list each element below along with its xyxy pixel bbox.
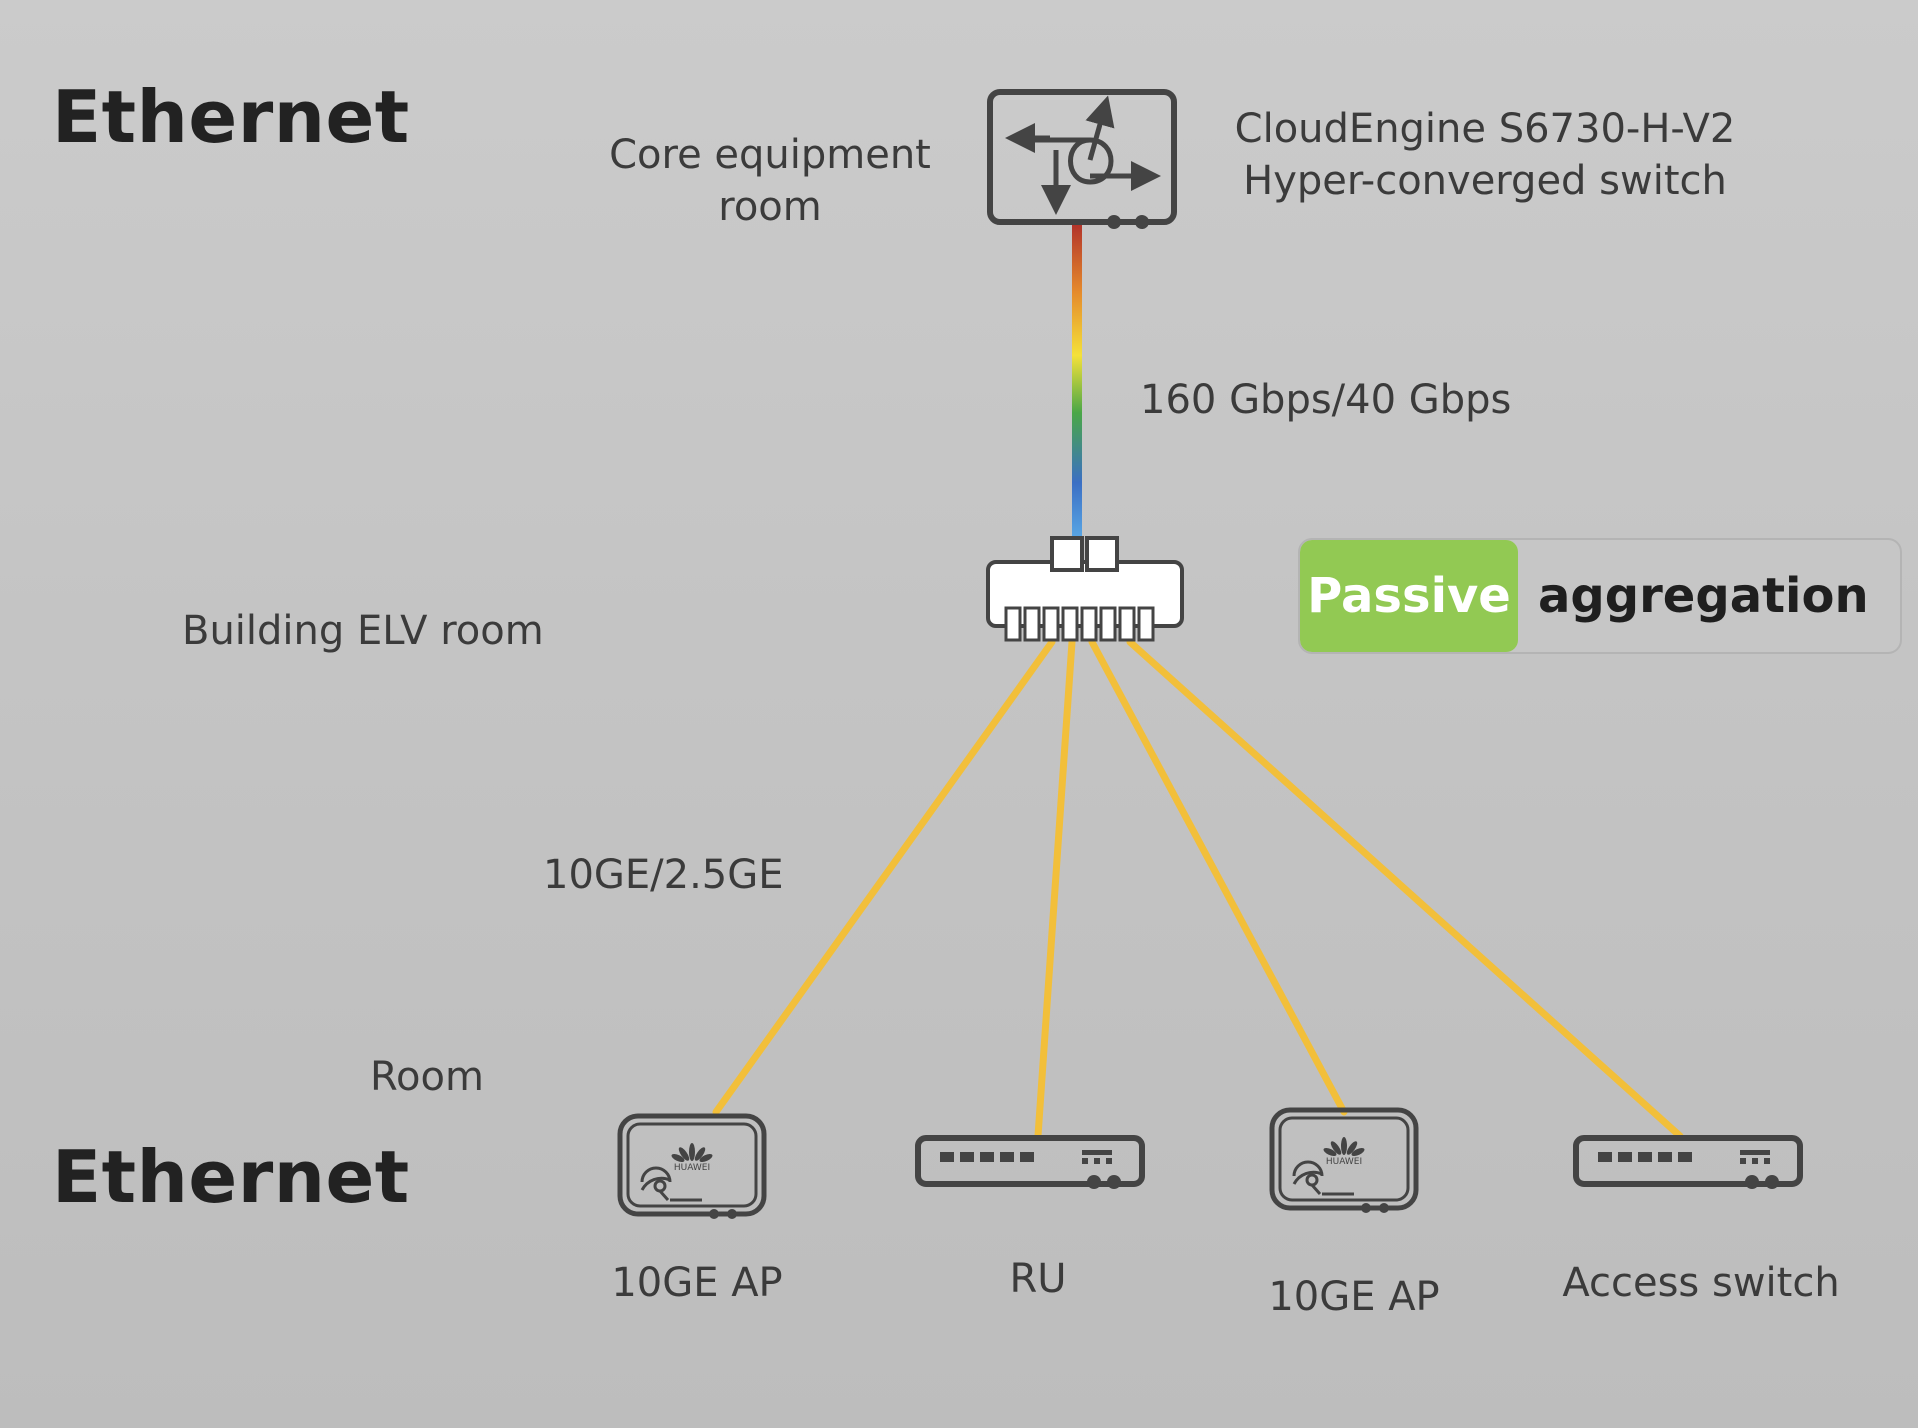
building-elv-room-label: Building ELV room — [182, 608, 544, 654]
room-label: Room — [370, 1054, 484, 1100]
uplink-speed-label: 160 Gbps/40 Gbps — [1140, 377, 1512, 423]
access-switch-icon — [915, 1135, 1145, 1189]
badge-text: aggregation — [1538, 568, 1869, 624]
router-switch-icon — [987, 89, 1177, 229]
wireless-ap-icon: HUAWEI — [1269, 1107, 1419, 1213]
link-to-ru — [1034, 638, 1076, 1140]
link-to-ap-1 — [712, 638, 1056, 1116]
passive-aggregation-badge: Passive aggregation — [1298, 538, 1902, 654]
switch-name-line1: CloudEngine S6730-H-V2 — [1234, 106, 1736, 152]
device-label-ap-2: 10GE AP — [1268, 1274, 1440, 1320]
link-to-access-switch — [1126, 638, 1684, 1140]
wireless-ap-icon: HUAWEI — [617, 1113, 767, 1219]
core-room-label: Core equipment room — [560, 132, 980, 230]
ap-brand-text: HUAWEI — [1326, 1157, 1362, 1167]
link-to-ap-2 — [1088, 638, 1348, 1116]
device-label-ap-1: 10GE AP — [611, 1260, 783, 1306]
downlink-speed-label: 10GE/2.5GE — [543, 852, 784, 898]
device-label-ru: RU — [1009, 1256, 1067, 1302]
device-label-access-switch: Access switch — [1562, 1260, 1840, 1306]
heading-ethernet-bottom: Ethernet — [52, 1135, 410, 1219]
uplink-fiber — [1072, 222, 1082, 540]
passive-aggregation-icon — [986, 536, 1184, 642]
ap-brand-text: HUAWEI — [674, 1163, 710, 1173]
core-room-label-line2: room — [718, 184, 822, 230]
core-room-label-line1: Core equipment — [609, 132, 931, 178]
switch-name-label: CloudEngine S6730-H-V2 Hyper-converged s… — [1200, 106, 1770, 204]
badge-highlight: Passive — [1300, 540, 1518, 652]
downlink-cables — [712, 638, 1684, 1140]
switch-name-line2: Hyper-converged switch — [1243, 158, 1727, 204]
access-switch-icon — [1573, 1135, 1803, 1189]
heading-ethernet-top: Ethernet — [52, 75, 410, 159]
